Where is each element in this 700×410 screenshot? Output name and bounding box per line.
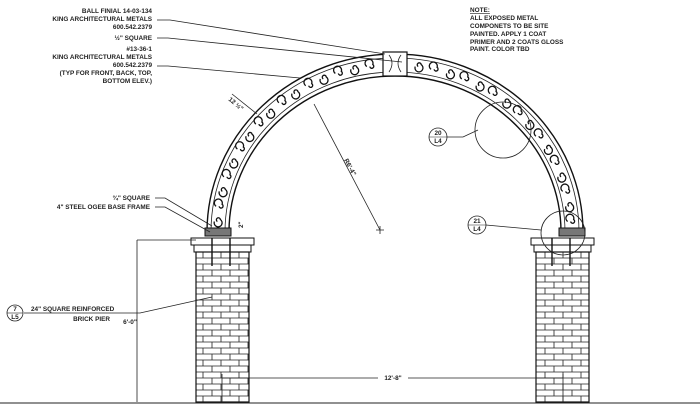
note-line: PAINT. COLOR TBD <box>470 46 530 53</box>
scroll-ornament <box>213 198 224 209</box>
scroll-ornament <box>428 61 439 72</box>
scroll-ornament <box>525 119 535 131</box>
note-line: ALL EXPOSED METAL <box>470 15 538 22</box>
radius-dim-line <box>313 103 381 231</box>
radius-label: R6'-4" <box>342 158 357 178</box>
scroll-ornament <box>487 85 498 96</box>
callout-sheet: L4 <box>473 226 481 233</box>
note-line: PAINTED. APPLY 1 COAT <box>470 31 546 38</box>
scroll-ornament <box>560 183 571 194</box>
scroll-ornament <box>235 141 245 152</box>
arch-inner-outer-line <box>224 71 566 233</box>
half-square-label: ½" SQUARE <box>115 34 153 42</box>
panel-typ-note: (TYP FOR FRONT, BACK, TOP, <box>60 70 153 77</box>
callout-7-l5[interactable]: 7 L5 <box>6 304 24 322</box>
scroll-ornament <box>565 202 575 213</box>
finial-block <box>382 51 408 77</box>
scroll-ornament <box>218 187 228 198</box>
callout-sheet: L4 <box>434 138 442 145</box>
callout-number: 7 <box>13 306 17 313</box>
scroll-ornament <box>319 74 329 85</box>
scroll-ornament <box>364 58 375 69</box>
arch-center-mark <box>376 226 384 234</box>
three-quarter-square-label: ¾" SQUARE <box>113 194 151 202</box>
leader-half-square <box>157 37 403 63</box>
brick-pier-label: 24" SQUARE REINFORCED <box>31 306 115 313</box>
callout-number: 21 <box>473 218 481 225</box>
panel-maker: KING ARCHITECTURAL METALS <box>52 54 152 61</box>
scroll-ornament <box>213 217 223 228</box>
callout-sheet: L5 <box>11 314 19 321</box>
left-base-frame <box>204 227 232 237</box>
scroll-ornament <box>414 62 424 73</box>
brick-pier-label-2: BRICK PIER <box>73 316 110 323</box>
band-width-label: 12 ½" <box>227 95 245 112</box>
left-brick-pier <box>190 237 255 403</box>
scroll-ornament <box>549 154 560 165</box>
note-title: NOTE: <box>470 7 490 14</box>
scroll-ornament <box>291 89 301 100</box>
right-base-frame <box>558 227 586 237</box>
ball-finial-phone: 600.542.2379 <box>113 24 153 31</box>
scroll-ornament <box>253 116 264 127</box>
callout-21-l4[interactable]: 21 L4 <box>467 210 586 256</box>
callout-20-l4[interactable]: 20 L4 <box>428 101 532 159</box>
scroll-ornament <box>533 128 544 139</box>
general-note: NOTE: ALL EXPOSED METAL COMPONETS TO BE … <box>470 7 564 53</box>
panel-typ-note-2: BOTTOM ELEV.) <box>103 78 152 85</box>
leader-three-quarter <box>155 197 213 227</box>
leader-ball-finial <box>157 19 386 55</box>
panel-part-number: #13-36-1 <box>126 46 152 53</box>
pier-height-label: 6'-0" <box>123 319 137 326</box>
scroll-ornament <box>245 131 255 143</box>
pier-height-dim <box>136 239 196 402</box>
band-width-dim <box>231 93 258 115</box>
note-line: PRIMER AND 2 COATS GLOSS <box>470 39 564 46</box>
scroll-ornament <box>543 144 553 155</box>
scroll-ornament <box>502 98 512 109</box>
scroll-ornament <box>459 70 470 82</box>
scroll-ornament <box>332 65 343 76</box>
arch-inner-line <box>228 75 562 233</box>
scroll-ornament <box>266 108 276 119</box>
panel-phone: 600.542.2379 <box>113 62 153 69</box>
finial-scroll <box>388 54 402 73</box>
leader-brick-pier <box>24 296 213 314</box>
scroll-ornament <box>221 168 232 180</box>
arch-outer-line <box>206 53 584 233</box>
scroll-ornament <box>512 104 523 116</box>
note-line: COMPONETS TO BE SITE <box>470 23 549 30</box>
scroll-ornament <box>276 94 287 106</box>
scroll-ornament <box>475 81 485 92</box>
ball-finial-maker: KING ARCHITECTURAL METALS <box>52 16 152 23</box>
scroll-ornament <box>303 77 314 88</box>
ball-finial-label: BALL FINIAL 14-03-134 <box>82 8 153 15</box>
scroll-ornament <box>445 69 456 80</box>
leader-panel <box>157 65 301 79</box>
base-height-label: 2" <box>238 221 245 228</box>
scroll-ornament <box>229 158 239 169</box>
opening-width-label: 12'-8" <box>384 375 401 382</box>
right-brick-pier <box>530 237 595 403</box>
arch-scrollwork <box>213 58 576 228</box>
callout-number: 20 <box>434 130 442 137</box>
base-frame-label: 4" STEEL OGEE BASE FRAME <box>57 204 151 211</box>
arch <box>206 51 584 233</box>
leader-base-frame <box>155 206 211 233</box>
scroll-ornament <box>350 65 360 76</box>
scroll-ornament <box>557 172 567 183</box>
arch-outer-inner-line <box>210 57 580 233</box>
scroll-ornament <box>565 213 576 224</box>
